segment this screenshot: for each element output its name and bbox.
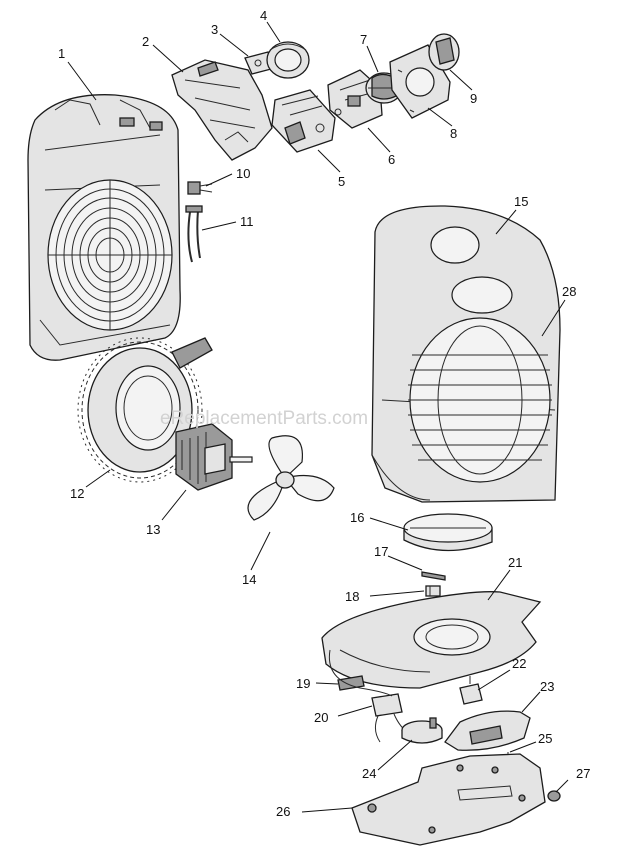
part-16-base-disc[interactable] <box>403 513 493 552</box>
part-17-spring-clip[interactable] <box>421 571 446 581</box>
leader-3 <box>219 33 249 57</box>
callout-11: 11 <box>240 214 254 229</box>
leader-16 <box>369 517 409 531</box>
leader-lines <box>67 21 569 813</box>
callout-23: 23 <box>540 679 554 694</box>
callout-26: 26 <box>276 804 290 819</box>
leader-9 <box>449 69 473 91</box>
leader-21 <box>487 569 511 601</box>
leader-17 <box>387 555 423 571</box>
housing-spiral-grille <box>47 179 173 331</box>
part-19-terminal[interactable] <box>337 675 365 691</box>
part-21-base-plate[interactable] <box>321 591 542 689</box>
leader-13 <box>161 489 187 521</box>
watermark-text: eReplacementParts.com <box>160 408 368 429</box>
leader-18 <box>369 590 425 597</box>
leader-26 <box>301 807 353 813</box>
leader-1 <box>67 61 97 101</box>
leader-5 <box>317 149 341 173</box>
part-20-tipover-switch[interactable] <box>328 649 411 743</box>
part-26-bottom-plate[interactable] <box>351 753 546 846</box>
callout-labels: 1 2 3 4 5 6 7 8 9 10 11 12 13 14 15 16 1… <box>58 8 590 819</box>
callout-20: 20 <box>314 710 328 725</box>
callout-6: 6 <box>388 152 395 167</box>
callout-10: 10 <box>236 166 250 181</box>
callout-21: 21 <box>508 555 522 570</box>
part-28-front-grille[interactable] <box>408 317 552 483</box>
callout-19: 19 <box>296 676 310 691</box>
callout-9: 9 <box>470 91 477 106</box>
callout-2: 2 <box>142 34 149 49</box>
part-14-fan-blade[interactable] <box>247 435 335 521</box>
callout-24: 24 <box>362 766 376 781</box>
callout-16: 16 <box>350 510 364 525</box>
leader-22 <box>477 669 511 691</box>
leader-19 <box>315 682 339 685</box>
leader-28 <box>541 299 566 337</box>
callout-14: 14 <box>242 572 256 587</box>
leader-12 <box>85 469 111 488</box>
callout-17: 17 <box>374 544 388 559</box>
part-11-wire[interactable] <box>185 205 203 263</box>
part-13-motor[interactable] <box>175 423 253 491</box>
part-2-switch-bracket[interactable] <box>171 59 273 161</box>
part-5-thermostat[interactable] <box>271 89 336 153</box>
callout-22: 22 <box>512 656 526 671</box>
part-1-rear-housing[interactable] <box>27 94 181 361</box>
leader-11 <box>201 221 237 231</box>
part-24-sync-motor[interactable] <box>401 717 443 744</box>
part-12-heating-element[interactable] <box>77 337 213 483</box>
part-9-knob-cap[interactable] <box>428 33 460 71</box>
callout-15: 15 <box>514 194 528 209</box>
callout-4: 4 <box>260 8 267 23</box>
part-23-motor-cover[interactable] <box>444 710 531 751</box>
callout-25: 25 <box>538 731 552 746</box>
callout-27: 27 <box>576 766 590 781</box>
callout-13: 13 <box>146 522 160 537</box>
leader-6 <box>367 127 391 153</box>
leader-14 <box>250 531 271 571</box>
callout-28: 28 <box>562 284 576 299</box>
leader-23 <box>521 691 541 713</box>
leader-24 <box>377 739 413 771</box>
callout-3: 3 <box>211 22 218 37</box>
leader-4 <box>266 21 281 43</box>
part-22-switch[interactable] <box>459 676 483 705</box>
leader-7 <box>366 45 379 73</box>
leader-25 <box>509 741 537 753</box>
callout-1: 1 <box>58 46 65 61</box>
callout-18: 18 <box>345 589 359 604</box>
part-18-bushing[interactable] <box>425 585 441 597</box>
leader-2 <box>152 44 184 73</box>
callout-5: 5 <box>338 174 345 189</box>
part-27-foot[interactable] <box>547 790 561 802</box>
callout-7: 7 <box>360 32 367 47</box>
part-10-connector[interactable] <box>187 181 213 195</box>
leader-27 <box>555 779 569 793</box>
leader-15 <box>495 209 517 235</box>
callout-8: 8 <box>450 126 457 141</box>
leader-20 <box>337 705 373 717</box>
part-4-knob-ring[interactable] <box>266 41 310 79</box>
leader-10 <box>205 173 233 187</box>
leader-8 <box>427 107 453 127</box>
callout-12: 12 <box>70 486 84 501</box>
